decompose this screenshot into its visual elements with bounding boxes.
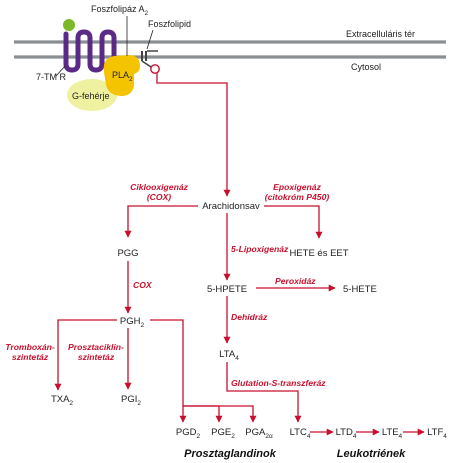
phospholipid-pointer (146, 29, 154, 50)
node-5-hpete: 5-HPETE (207, 284, 247, 295)
node-pgg: PGG (117, 248, 138, 259)
cytosol-label: Cytosol (351, 62, 381, 72)
node-pga2a: PGA2α (245, 427, 273, 440)
enzyme-prostacyclin-synthase-2: szintetáz (78, 352, 115, 362)
phospholipid-label: Foszfolipid (148, 19, 191, 29)
enzyme-thromboxane-synthase: Tromboxán- (5, 342, 55, 352)
enzyme-cyclooxygenase-abbr: (COX) (147, 192, 171, 202)
phospholipase-a2-label: Foszfolipáz A2 (91, 4, 149, 17)
node-pgh2: PGH2 (120, 316, 145, 329)
pathway-arrows (54, 73, 425, 436)
node-hete-eet: HETE és EET (289, 248, 348, 259)
group-prostaglandins: Prosztaglandinok (184, 448, 277, 460)
node-txa2: TXA2 (51, 394, 73, 407)
enzyme-epoxygenase-cyp: (citokróm P450) (265, 192, 330, 202)
node-ltc4: LTC4 (290, 427, 311, 440)
seven-tm-receptor-icon (63, 29, 122, 73)
receptor-pointer (55, 65, 66, 77)
group-leukotrienes: Leukotriének (337, 448, 406, 460)
enzyme-cyclooxygenase: Ciklooxigenáz (130, 182, 188, 192)
node-ltf4: LTF4 (427, 427, 447, 440)
enzyme-cox: COX (133, 280, 153, 290)
node-arachidonic-acid: Arachidonsav (202, 201, 260, 212)
pla2-enzyme-icon (103, 55, 140, 96)
enzyme-5-lipoxygenase: 5-Lipoxigenáz (231, 244, 289, 254)
g-protein-label: G-fehérje (72, 91, 110, 101)
g-protein-icon (67, 79, 117, 111)
enzyme-epoxygenase: Epoxigenáz (273, 182, 321, 192)
node-lte4: LTE4 (382, 427, 403, 440)
node-pgi2: PGI2 (121, 394, 141, 407)
phospholipid-icon (141, 50, 160, 74)
enzyme-peroxidase: Peroxidáz (275, 276, 316, 286)
cell-membrane (14, 40, 446, 59)
receptor-label: 7-TM R (36, 72, 66, 82)
ligand-icon (63, 19, 75, 31)
node-pge2: PGE2 (211, 427, 235, 440)
node-5-hete: 5-HETE (343, 284, 377, 295)
node-ltd4: LTD4 (336, 427, 357, 440)
pla2-label: PLA2 (112, 70, 133, 83)
extracellular-label: Extracelluláris tér (346, 29, 415, 39)
node-pgd2: PGD2 (176, 427, 201, 440)
node-lta4: LTA4 (219, 349, 239, 362)
enzyme-thromboxane-synthase-2: szintetáz (12, 352, 49, 362)
enzyme-dehydrase: Dehidráz (231, 312, 268, 322)
enzyme-prostacyclin-synthase: Prosztaciklin- (68, 342, 124, 352)
enzyme-glutathione-s-transferase: Glutation-S-transzferáz (231, 378, 326, 388)
